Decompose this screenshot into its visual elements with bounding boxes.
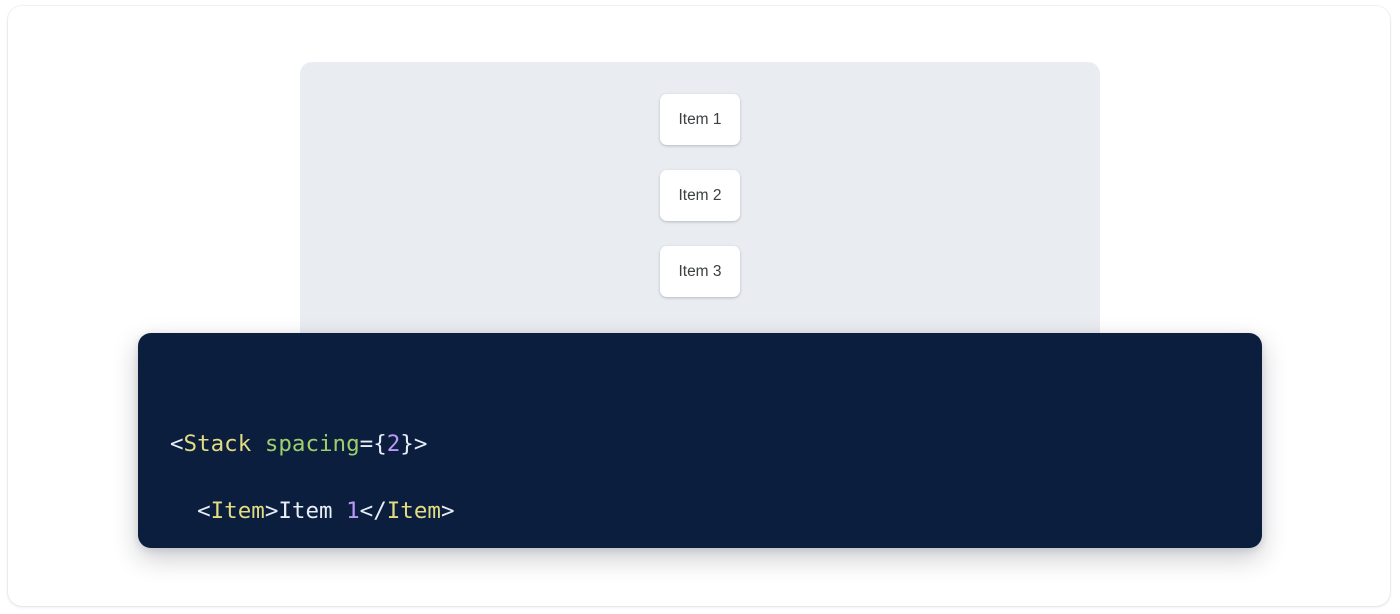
code-line: <Stack spacing={2}> (170, 428, 1230, 462)
code-token-punc: > (264, 498, 279, 525)
code-token-tag: Item (210, 498, 265, 525)
code-token-text: Item (278, 498, 347, 525)
code-token-punc: < (170, 498, 211, 525)
code-token-num: 2 (386, 431, 401, 458)
stack-item[interactable]: Item 3 (660, 246, 740, 297)
component-preview-panel: Item 1 Item 2 Item 3 (300, 62, 1100, 362)
stack-container: Item 1 Item 2 Item 3 (660, 94, 740, 297)
code-token-num: 1 (346, 498, 360, 525)
code-token-punc: < (170, 431, 184, 458)
code-token-tag: Stack (183, 431, 252, 458)
code-body: <Stack spacing={2}> <Item>Item 1</Item> … (170, 428, 1230, 548)
code-token-tag: Item (386, 498, 441, 525)
code-line: <Item>Item 1</Item> (170, 495, 1230, 529)
page-frame: Item 1 Item 2 Item 3 <Stack spacing={2}>… (8, 6, 1390, 606)
code-token-attr: spacing (264, 431, 360, 458)
stack-item[interactable]: Item 1 (660, 94, 740, 145)
stack-item[interactable]: Item 2 (660, 170, 740, 221)
code-snippet-block[interactable]: <Stack spacing={2}> <Item>Item 1</Item> … (138, 333, 1262, 548)
code-token-punc: > (440, 498, 455, 525)
code-token-punc: }> (400, 431, 428, 458)
code-token-punc: </ (359, 498, 387, 525)
code-token-punc: ={ (359, 431, 387, 458)
code-token-punc (251, 431, 265, 457)
